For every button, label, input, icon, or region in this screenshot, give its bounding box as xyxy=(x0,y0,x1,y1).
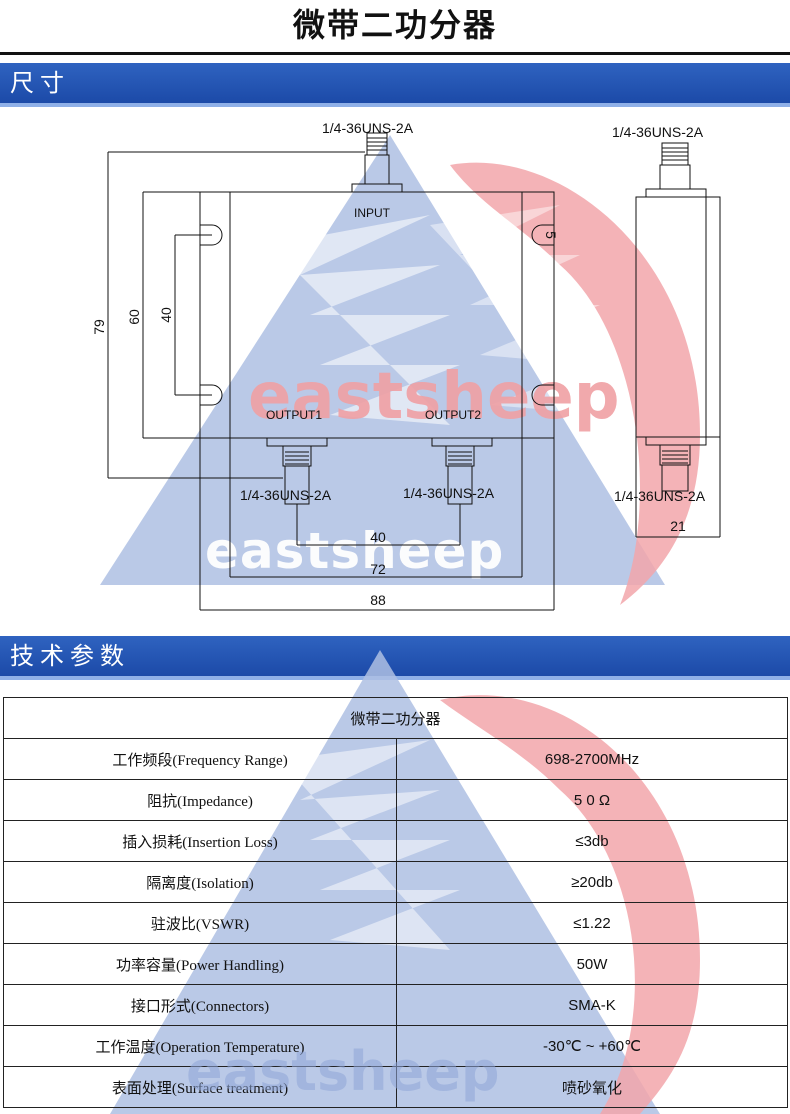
table-row: 功率容量(Power Handling) 50W xyxy=(3,943,788,985)
param-value: SMA-K xyxy=(396,984,788,1026)
param-value: 50W xyxy=(396,943,788,985)
param-value: 698-2700MHz xyxy=(396,738,788,780)
connector-label-side-top: 1/4-36UNS-2A xyxy=(612,124,704,140)
param-label: 功率容量(Power Handling) xyxy=(3,943,397,985)
connector-label-input: 1/4-36UNS-2A xyxy=(322,120,414,136)
param-label: 隔离度(Isolation) xyxy=(3,861,397,903)
table-row: 驻波比(VSWR) ≤1.22 xyxy=(3,902,788,944)
param-label: 工作频段(Frequency Range) xyxy=(3,738,397,780)
table-row: 接口形式(Connectors) SMA-K xyxy=(3,984,788,1026)
param-value: 喷砂氧化 xyxy=(396,1066,788,1108)
port-label-output2: OUTPUT2 xyxy=(425,408,481,422)
section-header-parameters: 技术参数 xyxy=(0,636,790,676)
dimension-5: 5 xyxy=(543,231,559,239)
param-value: 5 0 Ω xyxy=(396,779,788,821)
port-label-input: INPUT xyxy=(354,206,391,220)
param-value: ≤1.22 xyxy=(396,902,788,944)
dimension-60: 60 xyxy=(126,309,142,325)
param-value: -30℃ ~ +60℃ xyxy=(396,1025,788,1067)
dimension-40-vertical: 40 xyxy=(158,307,174,323)
divider-body-outline xyxy=(199,191,555,439)
table-row: 表面处理(Surface treatment) 喷砂氧化 xyxy=(3,1066,788,1108)
connector-label-output2: 1/4-36UNS-2A xyxy=(403,485,495,501)
dimension-40-horizontal: 40 xyxy=(370,529,386,545)
param-value: ≤3db xyxy=(396,820,788,862)
param-label: 驻波比(VSWR) xyxy=(3,902,397,944)
table-row: 阻抗(Impedance) 5 0 Ω xyxy=(3,779,788,821)
dimension-72: 72 xyxy=(370,561,386,577)
port-label-output1: OUTPUT1 xyxy=(266,408,322,422)
connector-label-side-bottom: 1/4-36UNS-2A xyxy=(614,488,706,504)
param-label: 接口形式(Connectors) xyxy=(3,984,397,1026)
param-label: 工作温度(Operation Temperature) xyxy=(3,1025,397,1067)
param-label: 表面处理(Surface treatment) xyxy=(3,1066,397,1108)
dimension-drawing: 1/4-36UNS-2A 1/4-36UNS-2A INPUT OUTPUT1 … xyxy=(91,120,721,611)
connector-label-output1: 1/4-36UNS-2A xyxy=(240,487,332,503)
table-row: 工作频段(Frequency Range) 698-2700MHz xyxy=(3,738,788,780)
section-header-dimensions: 尺寸 xyxy=(0,63,790,103)
param-value: ≥20db xyxy=(396,861,788,903)
dimension-21: 21 xyxy=(670,518,686,534)
title-divider xyxy=(0,52,790,55)
divider-side-outline xyxy=(635,196,721,438)
table-header: 微带二功分器 xyxy=(3,697,788,739)
dimension-79: 79 xyxy=(91,319,107,335)
table-row: 插入损耗(Insertion Loss) ≤3db xyxy=(3,820,788,862)
section-underline xyxy=(0,103,790,107)
section-underline xyxy=(0,676,790,680)
page-title: 微带二功分器 xyxy=(292,6,497,44)
table-row: 隔离度(Isolation) ≥20db xyxy=(3,861,788,903)
parameters-table: 微带二功分器 工作频段(Frequency Range) 698-2700MHz… xyxy=(3,697,788,1108)
dimension-88: 88 xyxy=(370,592,386,608)
table-row: 工作温度(Operation Temperature) -30℃ ~ +60℃ xyxy=(3,1025,788,1067)
param-label: 阻抗(Impedance) xyxy=(3,779,397,821)
param-label: 插入损耗(Insertion Loss) xyxy=(3,820,397,862)
